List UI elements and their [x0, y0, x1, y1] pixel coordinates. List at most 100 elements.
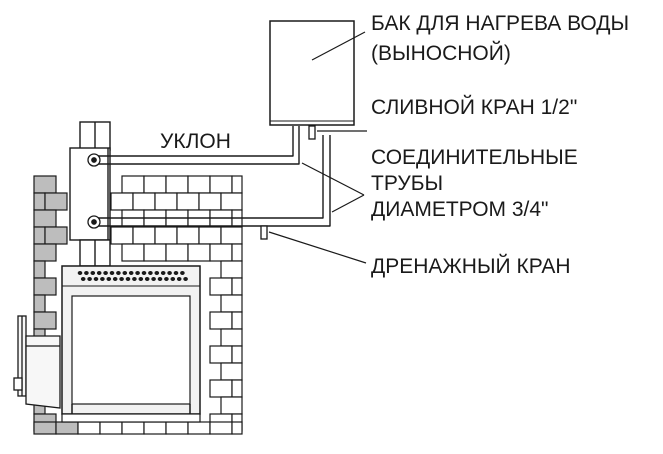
vent-hole: [80, 277, 86, 281]
chimney-lower: [79, 239, 111, 267]
lower-pipe: [94, 135, 324, 219]
brick: [198, 226, 222, 245]
upper-pipe: [94, 126, 294, 157]
brick: [220, 226, 243, 245]
brick: [209, 379, 233, 398]
vent-hole: [138, 277, 144, 281]
floor-brick: [209, 421, 233, 435]
brick: [154, 226, 178, 245]
drainage-valve: [260, 225, 268, 240]
floor-brick: [55, 421, 79, 435]
brick: [44, 192, 68, 211]
brick: [121, 175, 145, 194]
vent-hole: [160, 271, 166, 275]
slope-label: УКЛОН: [160, 130, 231, 153]
drain-valve: [308, 125, 316, 140]
brick: [231, 243, 243, 262]
brick: [33, 175, 57, 194]
brick: [231, 345, 243, 364]
floor-brick: [165, 421, 189, 435]
floor-brick: [187, 421, 211, 435]
brick: [220, 396, 243, 415]
brick: [132, 226, 156, 245]
leader-lines: [268, 31, 367, 264]
pipes-leader-line-upper: [301, 162, 365, 196]
vent-hole: [96, 271, 102, 275]
floor-brick: [143, 421, 167, 435]
brick: [165, 175, 189, 194]
brick: [33, 294, 46, 313]
drainage-valve-leader-line: [268, 231, 367, 264]
vent-hole: [103, 271, 108, 275]
tank-label-line1: БАК ДЛЯ НАГРЕВА ВОДЫ: [371, 12, 629, 35]
floor-brick: [99, 421, 123, 435]
brick: [33, 192, 46, 211]
pipes-leader-line-lower: [331, 194, 365, 213]
tank-leader-line: [311, 31, 366, 61]
water-tank: [269, 20, 355, 126]
brick: [187, 175, 211, 194]
floor-brick: [231, 421, 243, 435]
brick: [231, 379, 243, 398]
brick: [33, 243, 57, 262]
brick: [44, 226, 68, 245]
stove-vent-holes: [77, 271, 188, 281]
brick: [33, 226, 46, 245]
vent-hole: [84, 271, 89, 275]
brick: [220, 328, 243, 347]
stove-body: [61, 265, 201, 423]
brick: [209, 345, 233, 364]
pipes-label-line3: ДИАМЕТРОМ 3/4": [371, 198, 549, 221]
vent-hole: [180, 271, 185, 275]
floor-brick: [77, 421, 101, 435]
tank-label-line2: (ВЫНОСНОЙ): [371, 41, 511, 65]
vent-hole: [157, 277, 163, 281]
vent-hole: [100, 277, 105, 281]
brick: [209, 311, 233, 330]
brick: [220, 362, 243, 381]
brick: [176, 226, 200, 245]
vent-hole: [87, 277, 92, 281]
brick: [143, 243, 167, 262]
vent-hole: [141, 271, 147, 275]
brick: [209, 243, 233, 262]
vent-hole: [128, 271, 134, 275]
brick: [33, 260, 46, 279]
vent-hole: [77, 271, 83, 275]
brick: [110, 226, 134, 245]
vent-hole: [132, 277, 137, 281]
brick: [154, 192, 178, 211]
drain-valve-label: СЛИВНОЙ КРАН 1/2": [371, 95, 577, 119]
vent-hole: [109, 271, 115, 275]
vent-hole: [183, 277, 188, 281]
vent-hole: [135, 271, 140, 275]
vent-hole: [112, 277, 118, 281]
vent-hole: [116, 271, 121, 275]
vent-hole: [170, 277, 176, 281]
vent-hole: [148, 271, 153, 275]
vent-hole: [151, 277, 156, 281]
brick: [231, 311, 243, 330]
vent-hole: [167, 271, 172, 275]
vent-hole: [119, 277, 124, 281]
vent-hole: [122, 271, 128, 275]
brick: [209, 277, 233, 296]
brick: [220, 192, 243, 211]
brick: [209, 175, 233, 194]
vent-hole: [106, 277, 112, 281]
brick: [33, 209, 57, 228]
vent-hole: [93, 277, 99, 281]
vent-hole: [173, 271, 179, 275]
chimney-pipe: [79, 121, 111, 151]
brick: [33, 277, 57, 296]
brick: [220, 260, 243, 279]
brick: [176, 192, 200, 211]
vent-hole: [90, 271, 96, 275]
brick: [231, 277, 243, 296]
brick: [187, 243, 211, 262]
brick: [231, 175, 243, 194]
brick: [132, 192, 156, 211]
pipes-label-line1: СОЕДИНИТЕЛЬНЫЕ: [371, 146, 578, 169]
